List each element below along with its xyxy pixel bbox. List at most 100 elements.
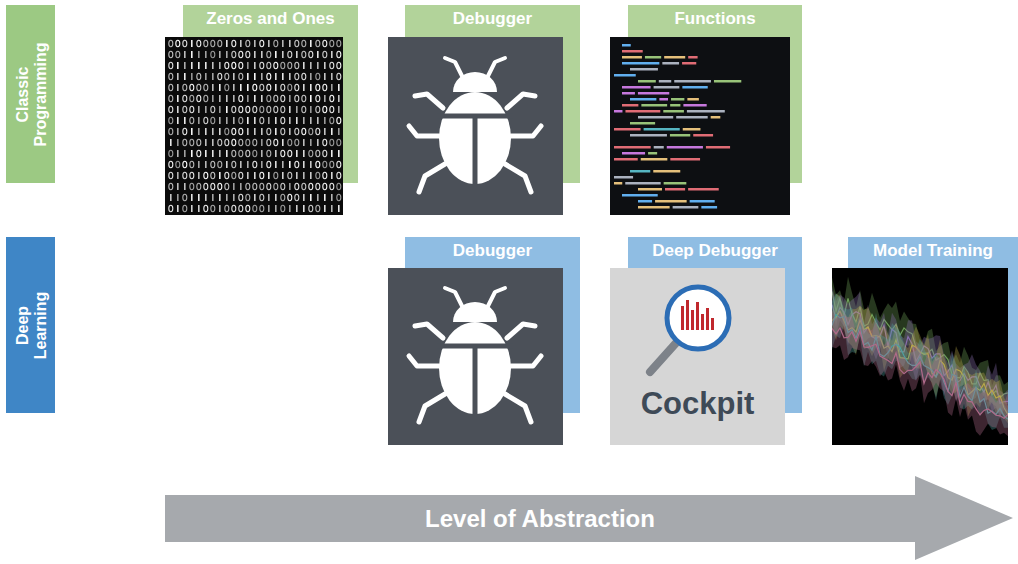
- binary-mark: [253, 106, 257, 112]
- code-line: [614, 176, 633, 179]
- binary-mark: [289, 73, 291, 80]
- binary-mark: [232, 40, 236, 46]
- binary-mark: [288, 172, 292, 178]
- binary-mark: [303, 62, 305, 69]
- binary-mark: [218, 73, 222, 79]
- binary-mark: [190, 139, 194, 145]
- binary-mark: [226, 150, 228, 157]
- binary-mark: [253, 84, 257, 90]
- binary-mark: [274, 172, 278, 178]
- binary-mark: [316, 106, 320, 112]
- binary-mark: [324, 73, 326, 80]
- code-line: [622, 62, 659, 65]
- code-line: [614, 74, 636, 77]
- binary-mark: [281, 106, 285, 112]
- binary-mark: [190, 84, 194, 90]
- binary-mark: [288, 194, 292, 200]
- binary-mark: [330, 40, 334, 46]
- code-line: [701, 206, 717, 209]
- binary-mark: [323, 51, 327, 57]
- binary-mark: [337, 183, 341, 189]
- binary-mark: [212, 194, 214, 201]
- binary-mark: [302, 183, 306, 189]
- binary-mark: [282, 73, 284, 80]
- binary-mark: [190, 161, 194, 167]
- row-title: Deep Learning: [6, 285, 55, 365]
- binary-mark: [260, 84, 264, 90]
- training-picture: [832, 268, 1008, 445]
- binary-mark: [295, 183, 299, 189]
- binary-mark: [184, 117, 186, 124]
- binary-mark: [177, 205, 179, 212]
- binary-mark: [337, 40, 341, 46]
- binary-mark: [233, 95, 235, 102]
- binary-mark: [240, 161, 242, 168]
- binary-mark: [254, 194, 256, 201]
- code-line: [688, 56, 697, 59]
- binary-mark: [281, 183, 285, 189]
- code-line: [630, 68, 658, 71]
- binary-mark: [275, 51, 277, 58]
- code-line: [683, 104, 706, 107]
- binary-mark: [310, 84, 312, 91]
- binary-mark: [183, 194, 187, 200]
- binary-mark: [310, 73, 312, 80]
- binary-mark: [219, 128, 221, 135]
- binary-mark: [225, 73, 229, 79]
- binary-mark: [205, 106, 207, 113]
- binary-mark: [198, 117, 200, 124]
- binary-mark: [239, 62, 243, 68]
- binary-mark: [177, 84, 179, 91]
- binary-mark: [240, 84, 242, 91]
- binary-mark: [219, 194, 221, 201]
- binary-mark: [219, 150, 221, 157]
- binary-mark: [169, 62, 173, 68]
- binary-mark: [310, 95, 312, 102]
- binary-mark: [191, 205, 193, 212]
- binary-digits: [169, 40, 341, 212]
- binary-mark: [218, 40, 222, 46]
- binary-mark: [197, 84, 201, 90]
- binary-mark: [169, 161, 173, 167]
- binary-mark: [288, 51, 292, 57]
- binary-mark: [281, 95, 285, 101]
- binary-mark: [289, 128, 291, 135]
- binary-mark: [169, 172, 173, 178]
- code-line: [682, 62, 696, 65]
- binary-mark: [190, 183, 194, 189]
- binary-mark: [268, 205, 270, 212]
- tab-title: Model Training: [848, 237, 1018, 267]
- binary-mark: [310, 40, 312, 47]
- binary-mark: [310, 194, 312, 201]
- binary-mark: [261, 95, 263, 102]
- debugger-tile: [388, 268, 563, 445]
- binary-mark: [233, 183, 235, 190]
- binary-mark: [205, 150, 207, 157]
- binary-mark: [289, 95, 291, 102]
- binary-mark: [225, 139, 229, 145]
- binary-mark: [232, 205, 236, 211]
- binary-mark: [170, 139, 172, 146]
- binary-picture: [165, 37, 343, 215]
- binary-mark: [317, 62, 319, 69]
- binary-mark: [211, 183, 215, 189]
- binary-mark: [316, 172, 320, 178]
- binary-mark: [246, 40, 250, 46]
- binary-mark: [317, 139, 319, 146]
- code-line: [622, 152, 645, 155]
- binary-mark: [246, 150, 250, 156]
- binary-mark: [211, 40, 215, 46]
- binary-mark: [246, 139, 250, 145]
- binary-mark: [169, 73, 173, 79]
- binary-mark: [330, 117, 334, 123]
- binary-mark: [338, 128, 340, 135]
- binary-mark: [337, 194, 341, 200]
- binary-mark: [198, 51, 200, 58]
- binary-mark: [177, 117, 179, 124]
- binary-mark: [267, 128, 271, 134]
- binary-mark: [177, 95, 179, 102]
- binary-mark: [211, 172, 215, 178]
- binary-mark: [204, 117, 208, 123]
- binary-mark: [177, 106, 179, 113]
